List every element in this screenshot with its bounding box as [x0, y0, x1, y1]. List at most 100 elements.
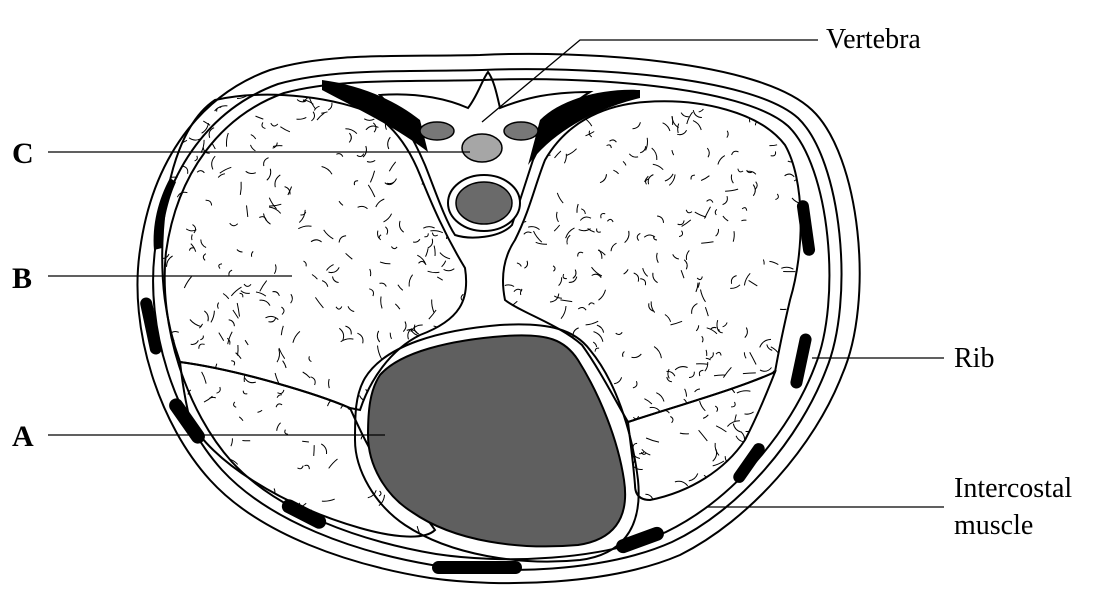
- lung-texture-stroke: [277, 395, 282, 398]
- lung-texture-stroke: [702, 336, 703, 342]
- lung-texture-stroke: [219, 264, 222, 269]
- lung-texture-stroke: [216, 495, 218, 500]
- lung-texture-stroke: [244, 284, 251, 286]
- lung-texture-stroke: [701, 176, 709, 181]
- lung-texture-stroke: [179, 429, 185, 432]
- lung-texture-stroke: [737, 391, 751, 393]
- lung-texture-stroke: [763, 415, 770, 424]
- lung-texture-stroke: [230, 501, 232, 514]
- lung-texture-stroke: [536, 242, 547, 244]
- lung-texture-stroke: [264, 368, 277, 373]
- lung-texture-stroke: [377, 331, 379, 342]
- lung-texture-stroke: [663, 123, 670, 131]
- lung-texture-stroke: [429, 310, 436, 319]
- lung-texture-stroke: [716, 352, 721, 355]
- lung-texture-stroke: [578, 252, 583, 256]
- lung-texture-stroke: [160, 254, 169, 258]
- lung-texture-stroke: [251, 251, 253, 256]
- lung-texture-stroke: [339, 201, 343, 205]
- lung-texture-stroke: [231, 361, 234, 366]
- lung-texture-stroke: [186, 117, 190, 124]
- lung-texture-stroke: [186, 229, 196, 231]
- lung-texture-stroke: [201, 240, 206, 248]
- lung-texture-stroke: [329, 267, 340, 272]
- lung-texture-stroke: [303, 372, 310, 378]
- lung-texture-stroke: [654, 347, 661, 359]
- lung-texture-stroke: [528, 227, 539, 230]
- lung-texture-stroke: [437, 277, 443, 280]
- lung-texture-stroke: [742, 208, 747, 211]
- lung-texture-stroke: [365, 533, 371, 535]
- lung-texture-stroke: [695, 212, 706, 217]
- lung-texture-stroke: [643, 268, 648, 276]
- lung-texture-stroke: [262, 122, 265, 128]
- lung-texture-stroke: [251, 135, 256, 139]
- lung-texture-stroke: [723, 323, 728, 327]
- lung-texture-stroke: [764, 426, 768, 433]
- lung-texture-stroke: [735, 415, 737, 422]
- lung-texture-stroke: [311, 240, 322, 242]
- lung-texture-stroke: [696, 325, 699, 331]
- lung-texture-stroke: [703, 415, 708, 419]
- label-intercostal-line1: Intercostal: [954, 473, 1072, 504]
- lung-texture-stroke: [312, 275, 317, 280]
- lung-texture-stroke: [637, 233, 640, 240]
- lung-texture-stroke: [199, 344, 205, 349]
- lung-texture-stroke: [743, 406, 745, 419]
- lung-texture-stroke: [231, 438, 233, 446]
- lung-texture-stroke: [554, 225, 560, 231]
- lung-texture-stroke: [782, 360, 789, 362]
- lung-texture-stroke: [444, 269, 455, 271]
- lung-texture-stroke: [614, 377, 622, 383]
- lung-texture-stroke: [246, 171, 256, 173]
- lung-texture-stroke: [718, 156, 725, 165]
- lung-texture-stroke: [588, 369, 595, 378]
- lung-texture-stroke: [170, 102, 177, 105]
- lung-texture-stroke: [328, 103, 332, 110]
- lung-texture-stroke: [643, 405, 653, 414]
- rib: [528, 90, 640, 165]
- lung-texture-stroke: [218, 174, 225, 178]
- lung-texture-stroke: [204, 311, 208, 321]
- lung-texture-stroke: [633, 381, 637, 388]
- lung-texture-stroke: [686, 250, 689, 260]
- lung-texture-stroke: [744, 273, 750, 285]
- lung-texture-stroke: [687, 112, 693, 124]
- lung-texture-stroke: [395, 304, 400, 309]
- lung-texture-stroke: [273, 146, 282, 147]
- lung-texture-stroke: [241, 291, 250, 294]
- lung-texture-stroke: [183, 453, 187, 457]
- lung-texture-stroke: [189, 483, 197, 485]
- lung-texture-stroke: [648, 175, 653, 185]
- lung-texture-stroke: [318, 411, 327, 414]
- lung-texture-stroke: [428, 239, 433, 248]
- lung-texture-stroke: [700, 401, 706, 411]
- heart: [368, 335, 625, 546]
- lung-texture-stroke: [755, 471, 762, 473]
- label-b: B: [12, 262, 32, 295]
- lung-texture-stroke: [760, 368, 772, 372]
- lung-texture-stroke: [773, 449, 777, 453]
- lung-texture-stroke: [199, 95, 200, 100]
- lung-texture-stroke: [616, 332, 623, 334]
- lung-texture-stroke: [715, 209, 717, 215]
- lung-texture-stroke: [189, 248, 193, 251]
- lung-texture-stroke: [217, 518, 225, 525]
- lung-texture-stroke: [264, 214, 271, 225]
- lung-texture-stroke: [192, 235, 193, 241]
- lung-texture-stroke: [376, 199, 385, 207]
- rib: [432, 561, 522, 574]
- lung-texture-stroke: [643, 407, 646, 413]
- lung-texture-stroke: [610, 140, 617, 142]
- lung-texture-stroke: [665, 174, 673, 181]
- lung-texture-stroke: [670, 417, 673, 423]
- lung-texture-stroke: [302, 383, 314, 384]
- lung-texture-stroke: [247, 205, 248, 217]
- lung-texture-stroke: [788, 158, 799, 162]
- lung-texture-stroke: [569, 277, 577, 283]
- lung-texture-stroke: [204, 396, 213, 402]
- lung-texture-stroke: [781, 267, 793, 269]
- lung-texture-stroke: [253, 392, 263, 401]
- lung-texture-stroke: [586, 321, 599, 325]
- lung-texture-stroke: [679, 423, 686, 426]
